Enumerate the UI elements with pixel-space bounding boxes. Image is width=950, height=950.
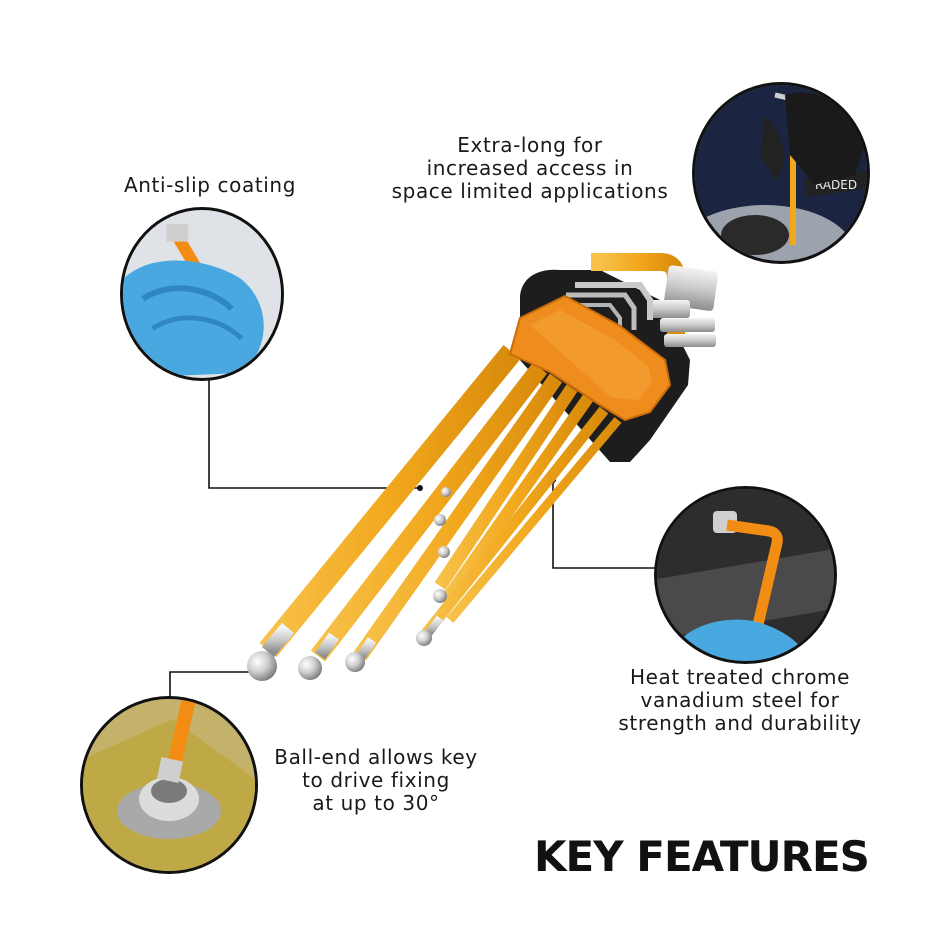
inset-heat-treated	[654, 486, 837, 664]
caption-line: vanadium steel for	[640, 688, 840, 712]
caption-line: increased access in	[426, 156, 634, 180]
caption-line: at up to 30°	[312, 791, 440, 815]
caption-line: Ball-end allows key	[274, 745, 478, 769]
gloved-hand-grip-image	[123, 210, 281, 378]
caption-ball-end: Ball-end allows key to drive fixing at u…	[262, 746, 490, 815]
caption-line: Heat treated chrome	[629, 665, 851, 689]
inset-extra-long: RADED	[692, 82, 870, 264]
caption-extra-long: Extra-long for increased access in space…	[380, 134, 680, 203]
key-features-title: KEY FEATURES	[534, 832, 870, 881]
inset-anti-slip-coating	[120, 207, 284, 381]
hex-key-in-bolt-image	[657, 489, 834, 661]
inset-ball-end	[80, 696, 258, 874]
caption-heat-treated: Heat treated chrome vanadium steel for s…	[606, 666, 874, 735]
caption-line: space limited applications	[391, 179, 669, 203]
caption-line: to drive fixing	[302, 768, 450, 792]
short-arms	[556, 253, 719, 347]
caption-line: Anti-slip coating	[123, 173, 297, 197]
caption-anti-slip-coating: Anti-slip coating	[112, 174, 308, 197]
car-fuel-cap-image: RADED	[695, 85, 867, 261]
caption-line: strength and durability	[618, 711, 862, 735]
ball-end-fixing-image	[83, 699, 255, 871]
caption-line: Extra-long for	[457, 133, 603, 157]
long-arms	[247, 345, 622, 681]
